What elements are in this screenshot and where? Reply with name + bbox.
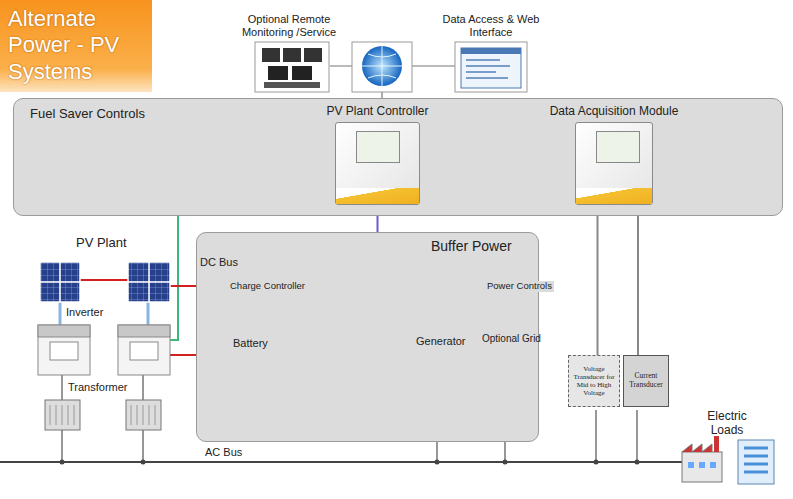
globe-icon-part bbox=[362, 46, 402, 86]
pv-panels-part bbox=[40, 262, 80, 302]
factory-icon-part bbox=[699, 462, 705, 468]
ac-wires-part bbox=[596, 410, 637, 462]
factory-icon-part bbox=[714, 436, 719, 452]
remote-monitoring-icon-part bbox=[304, 48, 322, 62]
current-transducer: Current Transducer bbox=[623, 355, 669, 407]
part-label: Optional Remote Monitoring /Service bbox=[227, 13, 351, 38]
remote-monitoring-icon-part bbox=[292, 66, 312, 80]
node-heading: Buffer Power bbox=[431, 238, 512, 254]
web-interface-icon bbox=[455, 42, 527, 92]
node-heading: Fuel Saver Controls bbox=[30, 106, 145, 121]
remote-monitoring-icon bbox=[255, 42, 329, 92]
device-screen bbox=[356, 131, 400, 163]
globe-icon-part bbox=[362, 46, 402, 86]
factory-icon-part bbox=[688, 462, 694, 468]
factory-icon-part bbox=[682, 452, 722, 482]
device-strip bbox=[576, 188, 652, 204]
pv-panels-part bbox=[128, 262, 170, 302]
connector bbox=[597, 205, 599, 355]
part-label: Power Controls bbox=[485, 281, 554, 292]
part-label: Generator bbox=[416, 335, 466, 348]
controller-device: PV Plant Controller bbox=[335, 122, 420, 205]
inverters-part bbox=[130, 342, 158, 360]
part-label: Inverter bbox=[66, 306, 103, 319]
pv-panels-part bbox=[40, 262, 80, 302]
part-label: PV Plant bbox=[76, 236, 127, 251]
connector bbox=[637, 205, 639, 355]
part-label: Charge Controller bbox=[228, 281, 307, 292]
pv-panels-part bbox=[128, 262, 170, 302]
part-label: Transformer bbox=[68, 381, 128, 394]
part-label: Data Access & Web Interface bbox=[436, 13, 546, 38]
pv-panels bbox=[40, 262, 170, 302]
globe-icon-part bbox=[352, 42, 412, 92]
remote-monitoring-icon-part bbox=[268, 66, 288, 80]
web-interface-icon-part bbox=[461, 48, 521, 88]
inverters bbox=[38, 325, 170, 375]
part-label: Optional Grid bbox=[482, 333, 541, 345]
inverters-part bbox=[118, 325, 170, 375]
bus-dots-part bbox=[141, 460, 146, 465]
inverters-part bbox=[118, 325, 170, 337]
bus-dots-part bbox=[635, 460, 640, 465]
device-strip bbox=[336, 188, 419, 204]
part-label: DC Bus bbox=[200, 256, 238, 269]
building-icon-part bbox=[738, 440, 774, 484]
factory-icon bbox=[682, 436, 722, 482]
remote-monitoring-icon-part bbox=[262, 48, 280, 62]
part-label: Electric Loads bbox=[697, 410, 757, 438]
title-text: Alternate Power - PV Systems bbox=[8, 6, 146, 85]
acquisition-device: Data Acquisition Module bbox=[575, 122, 653, 205]
bus-dots bbox=[60, 460, 640, 465]
part-label: AC Bus bbox=[205, 446, 242, 459]
remote-monitoring-icon-part bbox=[283, 48, 301, 62]
voltage-transducer: Voltage Transducer for Mid to High Volta… bbox=[568, 355, 620, 407]
transformers bbox=[45, 400, 161, 430]
transformers-part bbox=[126, 400, 161, 430]
bus-dots-part bbox=[594, 460, 599, 465]
building-icon bbox=[738, 440, 774, 484]
web-interface-icon-part bbox=[461, 48, 521, 54]
device-screen bbox=[596, 131, 640, 163]
node-heading: Data Acquisition Module bbox=[550, 104, 679, 118]
inverters-part bbox=[50, 342, 78, 360]
transformers-part bbox=[131, 405, 155, 425]
node-heading: Voltage Transducer for Mid to High Volta… bbox=[571, 365, 617, 397]
web-interface-icon-part bbox=[455, 42, 527, 92]
bus-dots-part bbox=[503, 460, 508, 465]
bus-dots-part bbox=[435, 460, 440, 465]
node-heading: PV Plant Controller bbox=[326, 104, 428, 118]
part-label: Battery bbox=[233, 337, 268, 350]
factory-icon-part bbox=[682, 444, 712, 452]
title-band bbox=[0, 0, 152, 92]
transformers-part bbox=[45, 400, 80, 430]
ac-wires-part bbox=[60, 302, 148, 325]
control-panel: Fuel Saver ControlsPV Plant ControllerDa… bbox=[13, 98, 783, 216]
ac-bus bbox=[0, 461, 690, 463]
factory-icon-part bbox=[710, 462, 716, 468]
inverters-part bbox=[38, 325, 90, 375]
ac-bus-part bbox=[0, 461, 690, 463]
node-heading: Current Transducer bbox=[626, 372, 666, 389]
inverters-part bbox=[38, 325, 90, 337]
globe-icon bbox=[352, 42, 412, 92]
building-icon-part bbox=[744, 448, 768, 472]
title-band-part bbox=[0, 0, 152, 92]
remote-monitoring-icon-part bbox=[255, 42, 329, 92]
remote-monitoring-icon-part bbox=[264, 82, 320, 88]
transformers-part bbox=[50, 405, 74, 425]
bus-dots-part bbox=[60, 460, 65, 465]
web-interface-icon-part bbox=[466, 60, 510, 78]
